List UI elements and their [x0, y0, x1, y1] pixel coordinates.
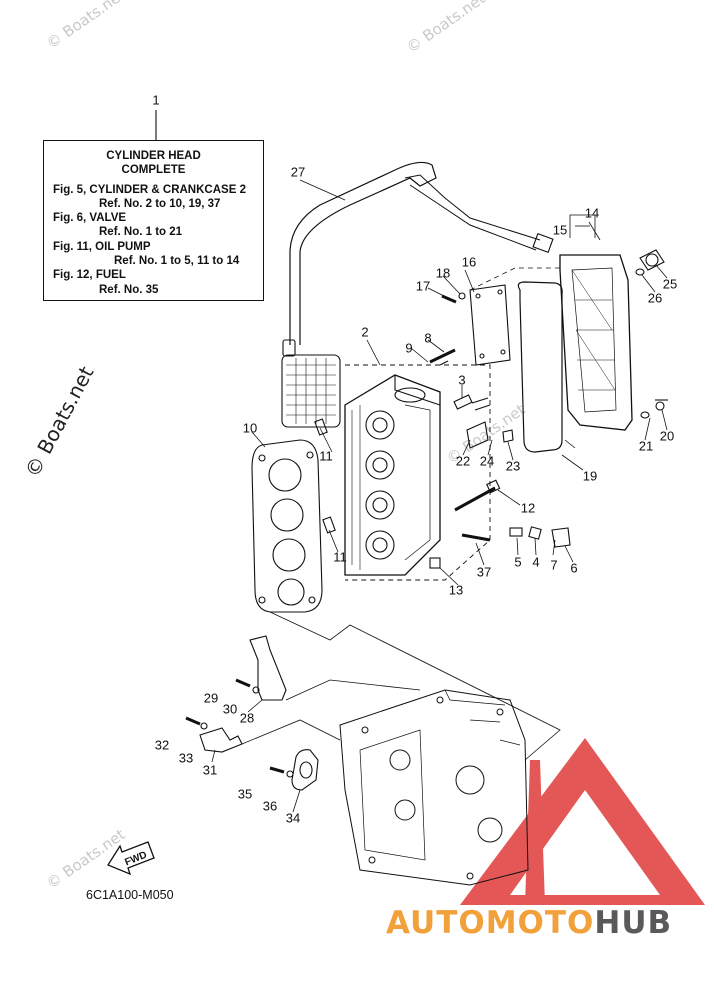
callout-29: 29 — [203, 690, 219, 706]
plate-34 — [291, 749, 319, 791]
cylinder-head-2 — [344, 374, 441, 576]
callout-5: 5 — [514, 554, 522, 570]
callout-11-upper: 11 — [319, 448, 333, 464]
callout-17: 17 — [415, 278, 431, 294]
ref-line-fig11: Fig. 11, OIL PUMP — [53, 240, 151, 253]
callout-31: 31 — [202, 762, 218, 778]
brand-logo-text: AUTOMOTOHUB — [386, 905, 672, 941]
callout-21: 21 — [638, 438, 654, 454]
callout-35: 35 — [237, 786, 253, 802]
callout-25: 25 — [662, 276, 678, 292]
callout-33: 33 — [178, 750, 194, 766]
callout-23: 23 — [505, 458, 521, 474]
callout-36: 36 — [262, 798, 278, 814]
ref-line-fig5: Fig. 5, CYLINDER & CRANKCASE 2 — [53, 183, 246, 196]
callout-28: 28 — [239, 710, 255, 726]
callout-9: 9 — [405, 340, 413, 356]
callout-37: 37 — [476, 564, 492, 580]
valve-cover-14 — [559, 254, 633, 431]
callout-13: 13 — [448, 582, 464, 598]
plate-16 — [469, 284, 511, 366]
callout-16: 16 — [461, 254, 477, 270]
callout-20: 20 — [659, 428, 675, 444]
callout-19: 19 — [582, 468, 598, 484]
callout-6: 6 — [570, 560, 578, 576]
reference-note-box: CYLINDER HEAD COMPLETE Fig. 5, CYLINDER … — [43, 140, 264, 301]
callout-32: 32 — [154, 737, 170, 753]
callout-8: 8 — [424, 330, 432, 346]
callout-12: 12 — [520, 500, 536, 516]
vent-filter-box — [281, 339, 341, 428]
diagram-code: 6C1A100-M050 — [86, 888, 174, 902]
brand-text-part1: AUTOMOTO — [386, 905, 595, 941]
callout-26: 26 — [647, 290, 663, 306]
callout-1: 1 — [152, 92, 160, 108]
callout-10: 10 — [242, 420, 258, 436]
fwd-arrow-icon — [107, 841, 155, 876]
callout-34: 34 — [285, 810, 301, 826]
callout-11-lower: 11 — [333, 549, 347, 565]
bracket-31 — [199, 727, 243, 753]
ref-line-fig12: Fig. 12, FUEL — [53, 269, 126, 282]
ref-line-fig6-refs: Ref. No. 1 to 21 — [99, 226, 183, 239]
brand-triangle-icon — [460, 738, 705, 905]
callout-22: 22 — [455, 453, 471, 469]
callout-14: 14 — [584, 205, 600, 221]
ref-line-subtitle: COMPLETE — [121, 164, 186, 177]
head-gasket-10 — [251, 439, 323, 613]
brand-text-part2: HUB — [594, 905, 673, 941]
ref-line-fig12-refs: Ref. No. 35 — [99, 283, 159, 296]
ref-line-fig11-refs: Ref. No. 1 to 5, 11 to 14 — [114, 255, 240, 268]
ref-line-fig6: Fig. 6, VALVE — [53, 212, 127, 225]
hose-27 — [289, 161, 554, 345]
callout-30: 30 — [222, 701, 238, 717]
callout-24: 24 — [479, 453, 495, 469]
crankcase-block — [339, 689, 529, 886]
bracket-28 — [249, 635, 287, 701]
callout-7: 7 — [550, 557, 558, 573]
callout-3: 3 — [458, 372, 466, 388]
ref-line-fig5-refs: Ref. No. 2 to 10, 19, 37 — [99, 197, 221, 210]
callout-2: 2 — [361, 324, 369, 340]
callout-15: 15 — [552, 222, 568, 238]
callout-4: 4 — [532, 554, 540, 570]
callout-18: 18 — [435, 265, 451, 281]
ref-line-title: CYLINDER HEAD — [106, 150, 201, 162]
cover-gasket-19 — [517, 281, 563, 453]
callout-27: 27 — [290, 164, 306, 180]
